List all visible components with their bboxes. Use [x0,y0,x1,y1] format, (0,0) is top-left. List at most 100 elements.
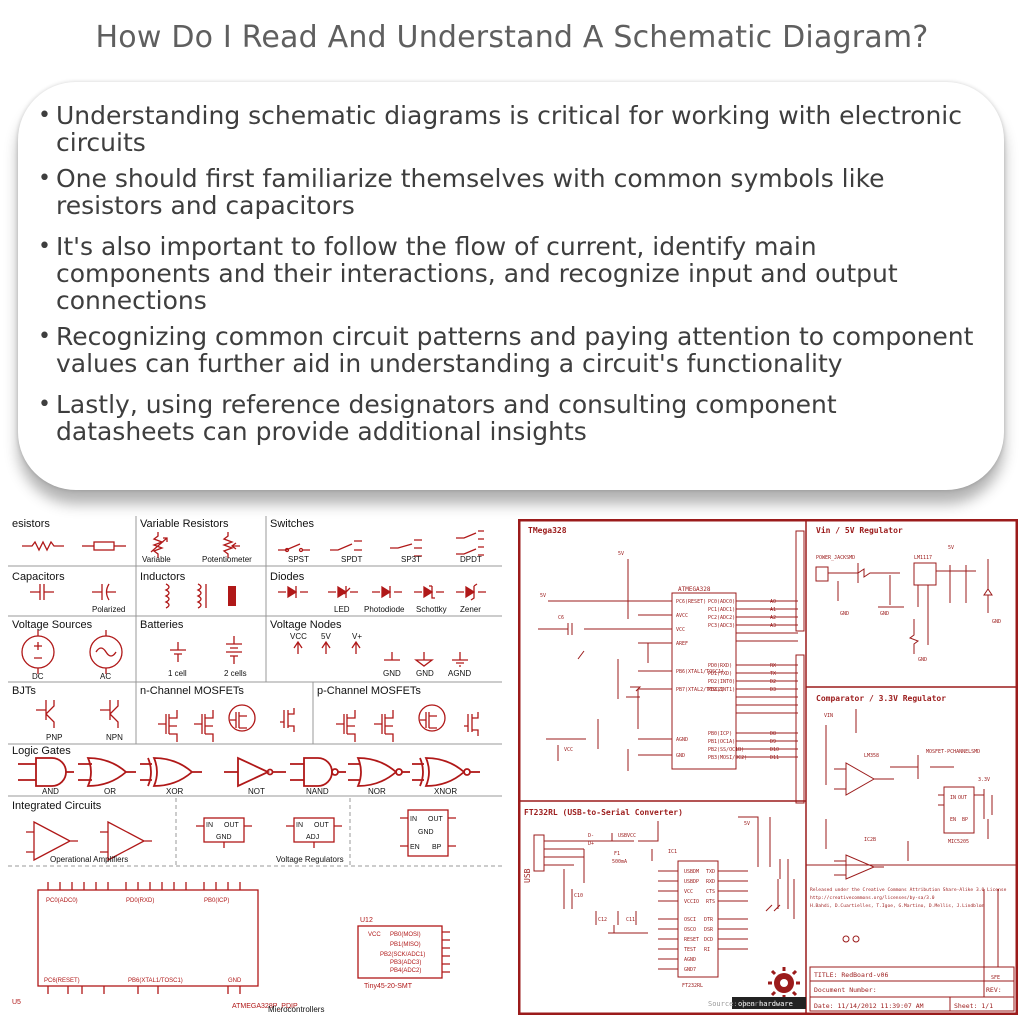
label-dpdt: DPDT [460,555,482,564]
svg-text:POWER_JACKSMD: POWER_JACKSMD [816,555,855,561]
title-block-sfe: SFE [991,975,1000,981]
label-npn: NPN [106,733,123,742]
reg3-gnd: GND [418,829,434,836]
bullet-text: One should first familiarize themselves … [56,164,885,220]
svg-text:PB2(SS/OC1B): PB2(SS/OC1B) [708,747,744,753]
svg-text:CTS: CTS [706,889,715,895]
svg-text:D-: D- [588,833,594,839]
cell-voltage-sources: Voltage Sources [12,619,93,631]
svg-text:TXD: TXD [706,869,715,875]
logic-gate-symbols [18,756,480,788]
atmega-chip-label: ATMEGA328 [678,586,711,593]
title-block-sheet: Sheet: 1/1 [954,1002,993,1010]
svg-text:USBVCC: USBVCC [618,833,636,839]
label-and: AND [42,787,59,796]
regulator-section-title: Vin / 5V Regulator [816,525,903,535]
svg-text:D9: D9 [770,739,776,745]
svg-text:USBDP: USBDP [684,879,699,885]
reg1-in: IN [206,822,213,829]
label-atmega-pdip: ATMEGA328P_PDIP [232,1003,298,1010]
svg-text:PD2(INT0): PD2(INT0) [708,679,735,685]
svg-text:GND: GND [840,611,849,617]
svg-text:BP: BP [962,817,968,823]
reg3-in: IN [410,816,417,823]
battery-symbols [170,636,242,664]
svg-text:PD1(TXD): PD1(TXD) [708,671,732,677]
bullet-item: •Understanding schematic diagrams is cri… [34,102,974,156]
label-u12: U12 [360,917,373,924]
svg-text:AGND: AGND [684,957,696,963]
atmega-chip [538,530,805,804]
svg-text:500mA: 500mA [612,859,627,865]
bullet-dot: • [38,324,51,349]
svg-text:AVCC: AVCC [676,613,688,619]
cell-capacitors: Capacitors [12,571,65,583]
bullet-dot: • [38,103,51,128]
bullet-item: •It's also important to follow the flow … [34,233,974,314]
diode-symbols [278,583,486,601]
bullet-text: Recognizing common circuit patterns and … [56,322,974,378]
svg-text:PB3(ADC3): PB3(ADC3) [390,960,421,966]
reg1-gnd: GND [216,834,232,841]
svg-text:VCC: VCC [676,627,685,633]
svg-text:C12: C12 [598,917,607,923]
svg-text:PB7(XTAL2/TOSC2): PB7(XTAL2/TOSC2) [676,687,724,693]
svg-text:C11: C11 [626,917,635,923]
svg-text:A0: A0 [770,599,776,605]
svg-text:PC6(RESET): PC6(RESET) [44,978,80,984]
label-zener: Zener [460,605,481,614]
svg-text:C6: C6 [558,615,564,621]
svg-text:PC0(ADC0): PC0(ADC0) [708,599,735,605]
svg-text:OSCI: OSCI [684,917,696,923]
svg-text:PD0(RXD): PD0(RXD) [708,663,732,669]
cell-integrated-circuits: Integrated Circuits [12,800,102,812]
label-variable: Variable [142,555,171,564]
title-block-rev: REV: [986,986,1002,994]
svg-text:D8: D8 [770,731,776,737]
label-photodiode: Photodiode [364,605,405,614]
label-spst: SPST [288,555,309,564]
schematic-symbols-chart: esistors Variable Resistors Switches Cap… [8,516,502,1014]
cell-voltage-nodes: Voltage Nodes [270,619,342,631]
voltage-node-symbols [293,640,468,667]
title-block-document-number: Document Number: [814,986,877,994]
svg-text:GND: GND [880,611,889,617]
bullet-dot: • [38,166,51,191]
bullet-item: •Recognizing common circuit patterns and… [34,323,974,377]
svg-text:EN: EN [950,817,956,823]
cell-diodes: Diodes [270,571,305,583]
label-not: NOT [248,787,265,796]
comparator-circuit [825,709,993,880]
svg-text:PB4(ADC2): PB4(ADC2) [390,968,421,974]
svg-text:GND: GND [992,619,1001,625]
svg-text:5V: 5V [540,593,546,599]
svg-text:OUT: OUT [958,795,967,801]
reg1-out: OUT [224,822,240,829]
cell-logic-gates: Logic Gates [12,745,71,757]
svg-text:A2: A2 [770,615,776,621]
svg-text:VCC: VCC [564,747,573,753]
cell-bjts: BJTs [12,685,36,697]
bullet-list: •Understanding schematic diagrams is cri… [34,100,974,445]
label-pnp: PNP [46,733,62,742]
variable-resistor-symbol [150,532,240,558]
label-xor: XOR [166,787,184,796]
svg-text:GND: GND [228,978,242,984]
bullet-text: Understanding schematic diagrams is crit… [56,101,962,157]
switch-symbols [278,530,484,557]
source-text: Source: learn [708,1000,763,1008]
capacitor-symbols [30,583,116,601]
svg-text:5V: 5V [948,545,954,551]
cell-n-mosfets: n-Channel MOSFETs [140,685,244,697]
svg-text:PC0(ADC0): PC0(ADC0) [46,898,78,904]
lm358-label: LM358 [864,753,879,759]
svg-text:IC1: IC1 [668,849,677,855]
label-gnd-1: GND [383,669,401,678]
ferrite-bead-symbol [228,586,236,606]
bullet-card [18,82,1004,490]
microcontroller-symbols [37,882,450,994]
svg-text:C10: C10 [574,893,583,899]
reg2-out: OUT [314,822,330,829]
svg-text:VCC: VCC [684,889,693,895]
bullet-text: It's also important to follow the flow o… [56,232,898,315]
